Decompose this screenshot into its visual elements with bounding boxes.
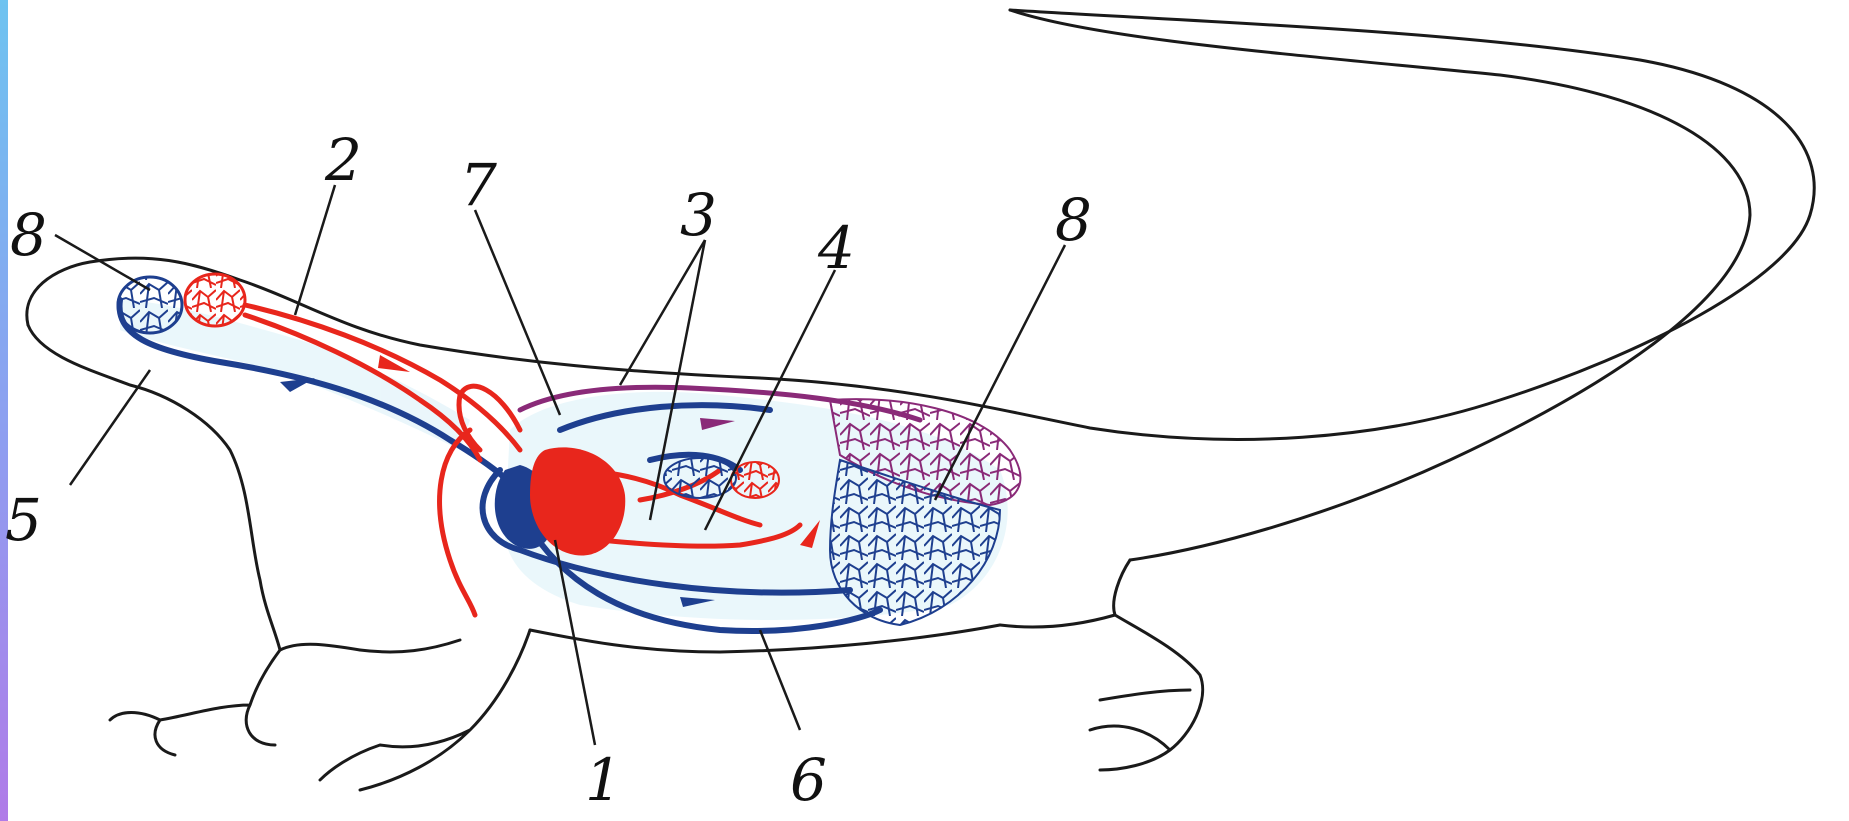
- leader-8-head: [55, 235, 150, 290]
- label-6: 6: [790, 746, 827, 814]
- label-5: 5: [5, 486, 42, 554]
- label-8-head: 8: [10, 201, 47, 269]
- body-capillary-network: [830, 399, 1020, 625]
- arrow-vein-head: [280, 378, 315, 392]
- front-leg-outline: [320, 630, 530, 790]
- leader-3a: [620, 240, 705, 385]
- leader-5: [70, 370, 150, 485]
- leader-7: [475, 210, 560, 415]
- tail-lower-edge: [1010, 10, 1750, 560]
- organ-capillary: [664, 458, 779, 498]
- chest-and-arm-outline: [110, 644, 360, 755]
- label-2: 2: [324, 126, 362, 194]
- leader-2: [295, 185, 335, 315]
- label-3: 3: [680, 181, 717, 249]
- label-4: 4: [817, 214, 855, 282]
- aortic-arch-left: [440, 430, 475, 615]
- lizard-body-outline: [27, 10, 1814, 790]
- label-7: 7: [460, 151, 497, 219]
- jaw-and-neck-outline: [28, 325, 280, 650]
- hind-leg-outline: [1000, 560, 1203, 770]
- leader-6: [760, 630, 800, 730]
- label-1: 1: [585, 746, 622, 814]
- label-8-lung: 8: [1055, 186, 1092, 254]
- organ-capillary-arterial: [731, 462, 779, 498]
- head-arterial-capillary-net: [185, 274, 245, 326]
